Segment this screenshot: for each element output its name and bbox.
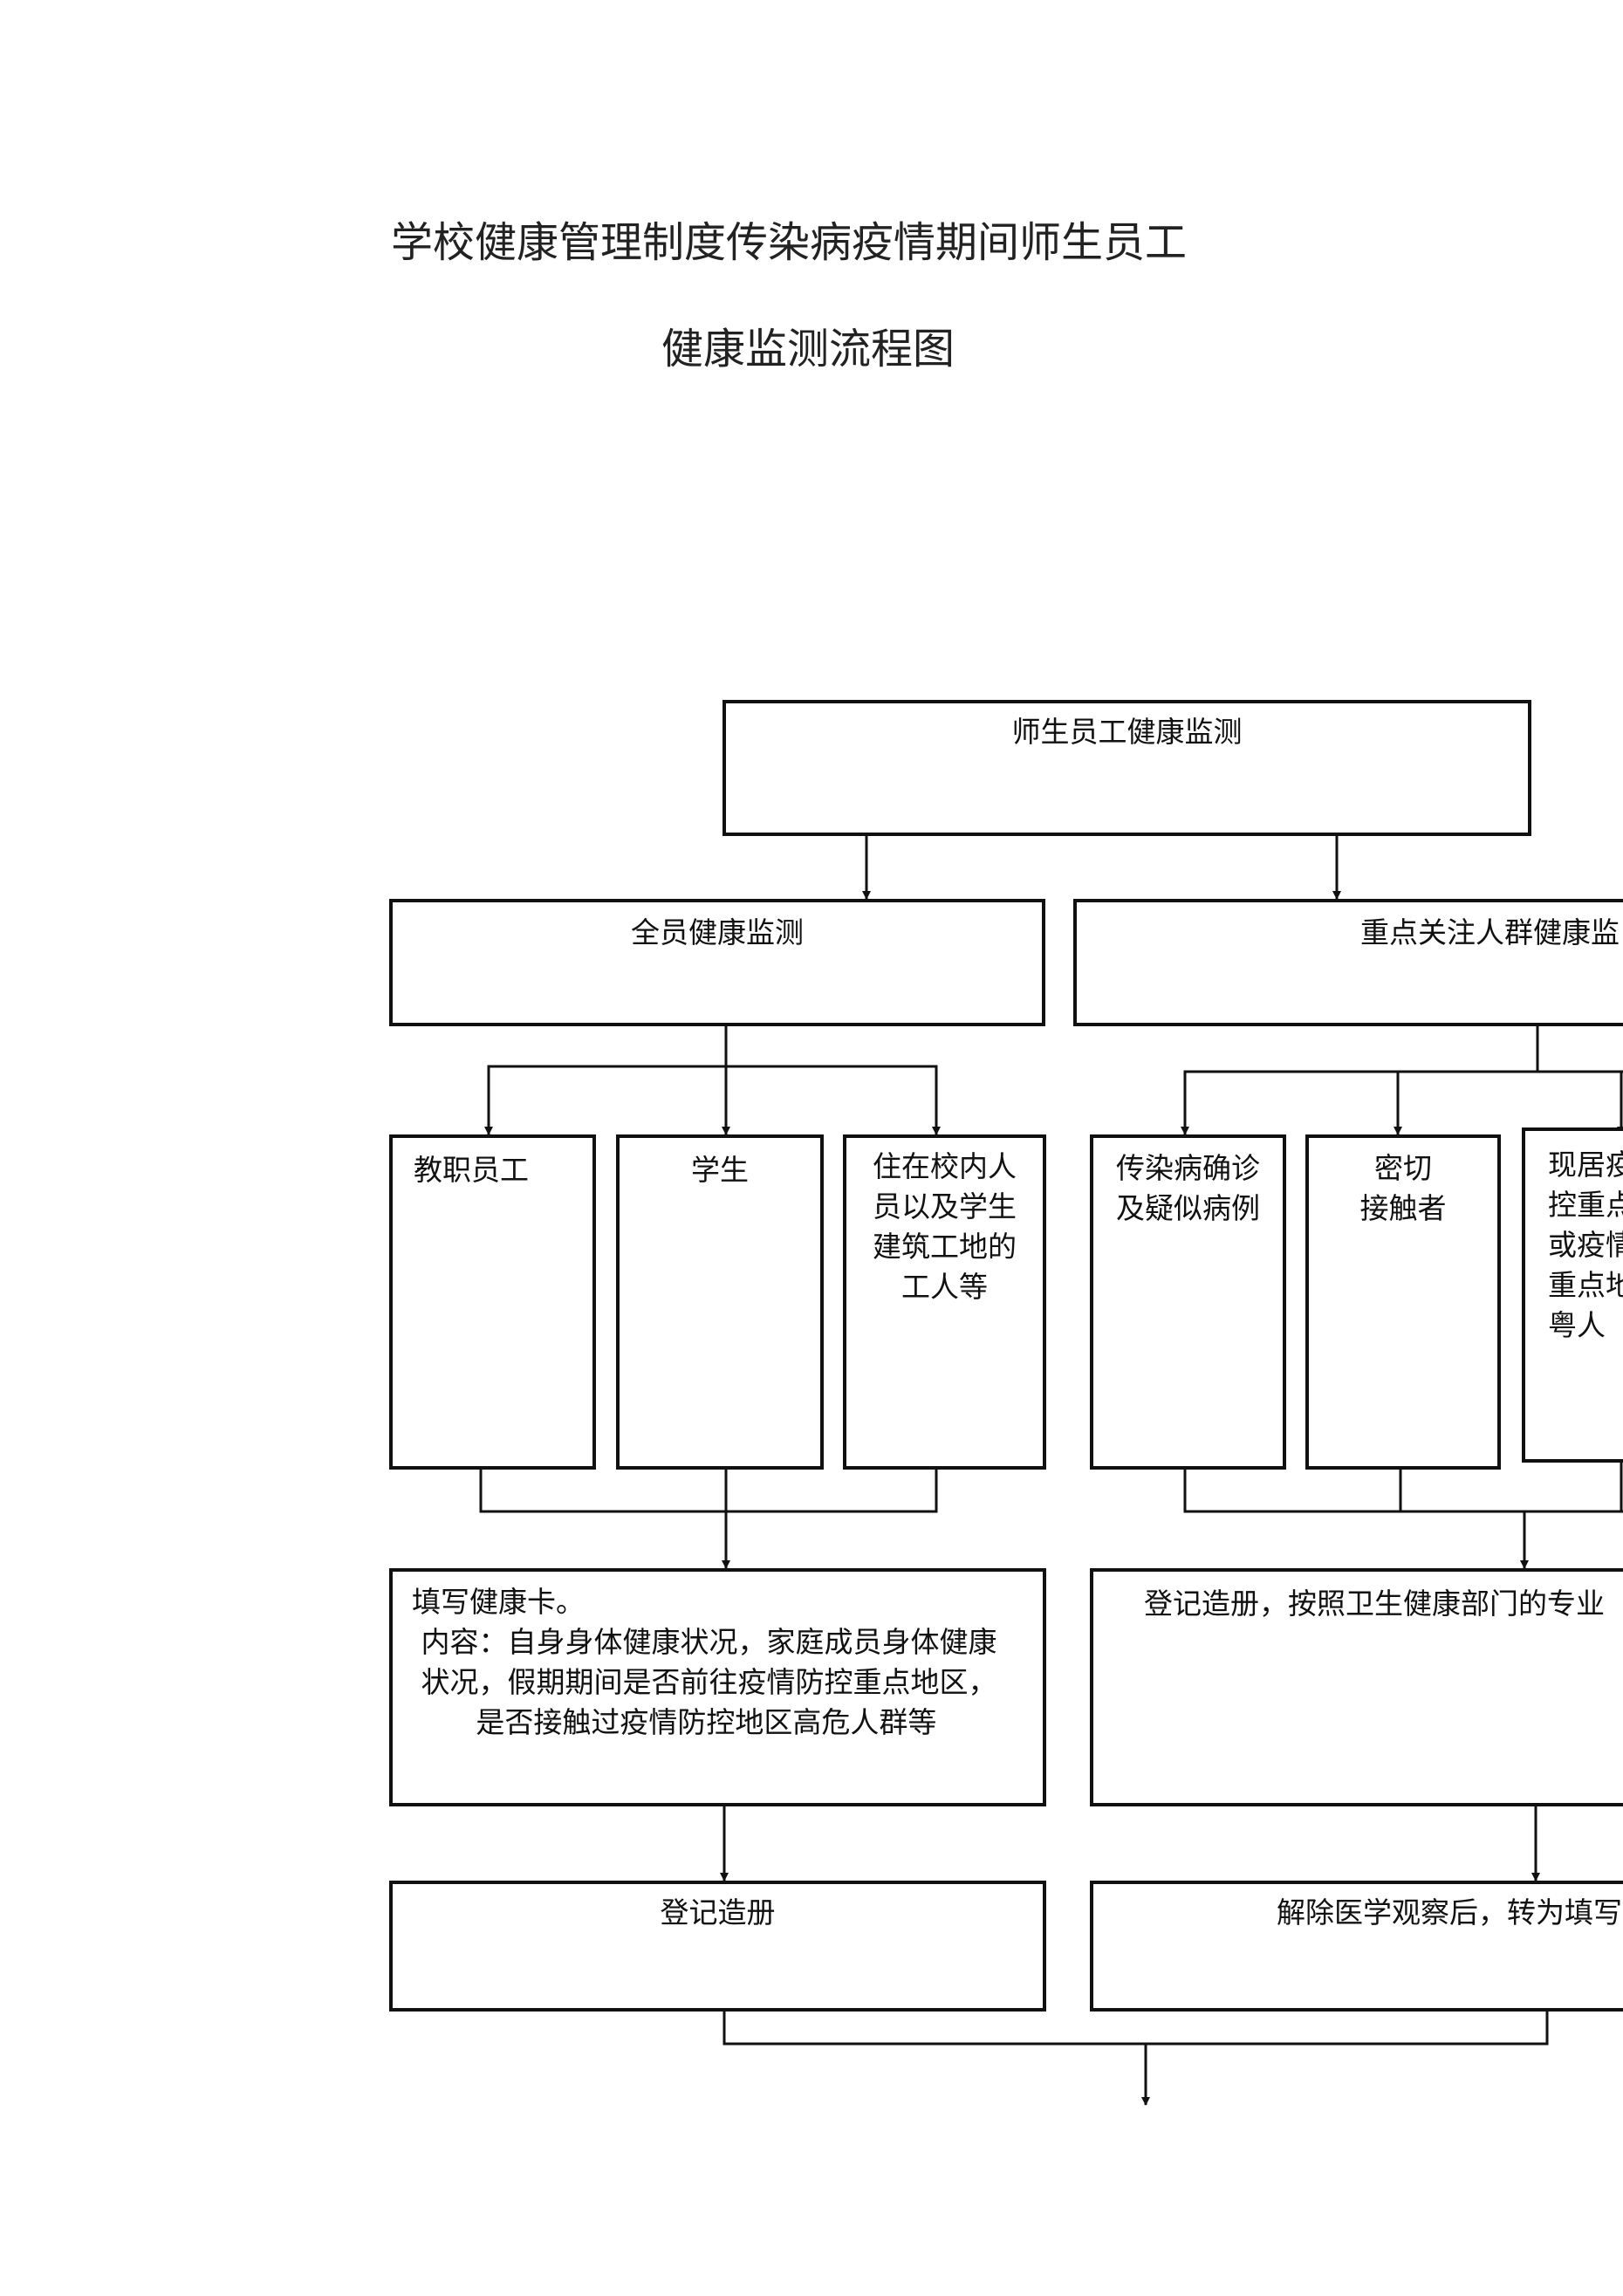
title-line-2: 健康监测流程图: [661, 325, 955, 374]
confirmed-box: 传染病确诊 及疑似病例: [1090, 1134, 1286, 1470]
release-label: 解除医学观察后，转为填写: [1277, 1895, 1622, 1929]
residents-box: 住在校内人 员以及学生 建筑工地的 工人等: [843, 1134, 1046, 1470]
key-groups-box: 重点关注人群健康监: [1073, 899, 1623, 1026]
all-staff-label: 全员健康监测: [631, 915, 804, 949]
register-special-box: 登记造册，按照卫生健康部门的专业: [1090, 1568, 1623, 1806]
health-card-label: 填写健康卡。 内容：自身身体健康状况，家庭成员身体健康 状况，假期期间是否前往疫…: [412, 1585, 997, 1739]
key-groups-label: 重点关注人群健康监: [1360, 915, 1620, 949]
all-staff-box: 全员健康监测: [389, 899, 1045, 1026]
merge-line-right: [1183, 1466, 1623, 1513]
close-contact-box: 密切 接触者: [1305, 1134, 1501, 1470]
final-merge-line: [722, 2012, 1549, 2046]
fanout-line-right: [1183, 1026, 1539, 1134]
residents-label: 住在校内人 员以及学生 建筑工地的 工人等: [873, 1149, 1017, 1304]
health-card-box: 填写健康卡。 内容：自身身体健康状况，家庭成员身体健康 状况，假期期间是否前往疫…: [389, 1568, 1046, 1806]
students-label: 学生: [691, 1153, 749, 1187]
confirmed-label: 传染病确诊 及疑似病例: [1116, 1151, 1260, 1225]
register-special-label: 登记造册，按照卫生健康部门的专业: [1144, 1587, 1605, 1621]
teachers-label: 教职员工: [414, 1153, 529, 1187]
merge-line-left: [479, 1466, 938, 1513]
teachers-box: 教职员工: [389, 1134, 596, 1470]
close-contact-label: 密切 接触者: [1359, 1151, 1447, 1225]
root-label: 师生员工健康监测: [1011, 715, 1243, 749]
register-label: 登记造册: [660, 1895, 776, 1929]
root-box: 师生员工健康监测: [722, 700, 1531, 836]
register-box: 登记造册: [389, 1881, 1046, 2012]
travel-label: 现居疫 控重点 或疫情 重点地 粤人: [1548, 1148, 1623, 1342]
travel-box: 现居疫 控重点 或疫情 重点地 粤人: [1522, 1127, 1623, 1463]
students-box: 学生: [616, 1134, 824, 1470]
release-box: 解除医学观察后，转为填写: [1090, 1881, 1623, 2012]
fanout-line-left: [487, 1065, 938, 1134]
title-line-1: 学校健康管理制度传染病疫情期间师生员工: [391, 218, 1188, 267]
